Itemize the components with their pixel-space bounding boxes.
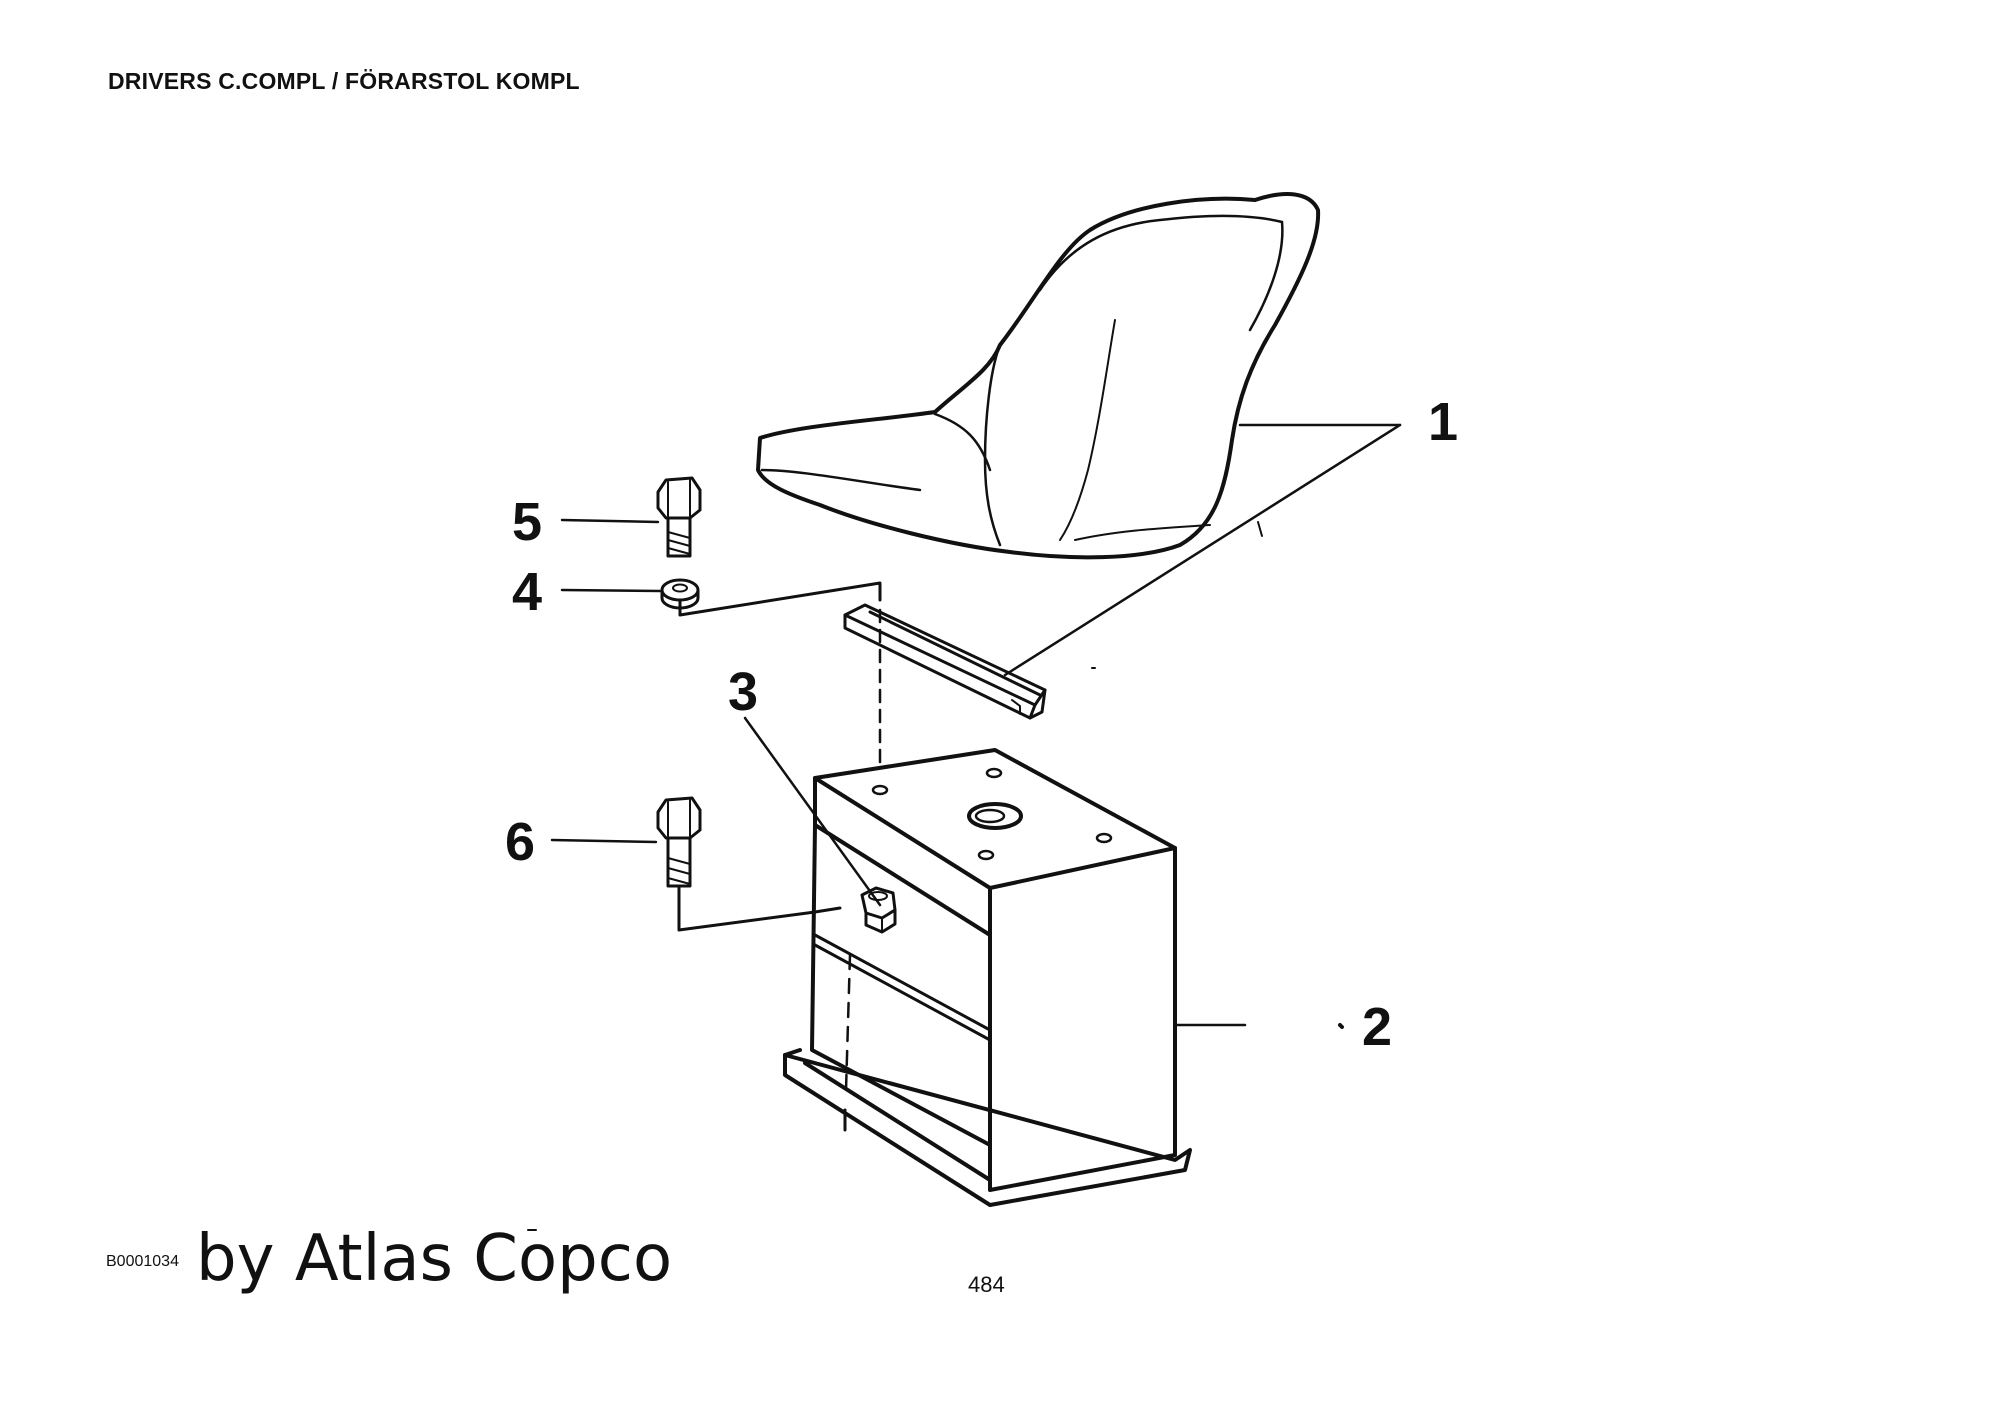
page-title: DRIVERS C.COMPL / FÖRARSTOL KOMPL — [108, 68, 580, 94]
seat-drawing — [756, 192, 1321, 560]
page-number: 484 — [968, 1272, 1005, 1297]
callout-2: 2 — [1362, 997, 1392, 1057]
seat-box-drawing — [783, 748, 1192, 1207]
callout-1: 1 — [1428, 392, 1458, 452]
callout-3: 3 — [728, 662, 758, 722]
bolt-5-drawing — [656, 476, 702, 558]
bolt-6-drawing — [656, 796, 702, 888]
assembly-lines — [677, 581, 882, 932]
seat-rail-drawing — [843, 603, 1047, 720]
nut-3-drawing — [860, 886, 897, 934]
drawing-code: B0001034 — [106, 1253, 179, 1270]
leader-lines — [550, 423, 1402, 1029]
callout-5: 5 — [512, 492, 542, 552]
callout-6: 6 — [505, 812, 535, 872]
callout-4: 4 — [512, 562, 542, 622]
credit-text: by Atlas Copco — [196, 1222, 673, 1296]
